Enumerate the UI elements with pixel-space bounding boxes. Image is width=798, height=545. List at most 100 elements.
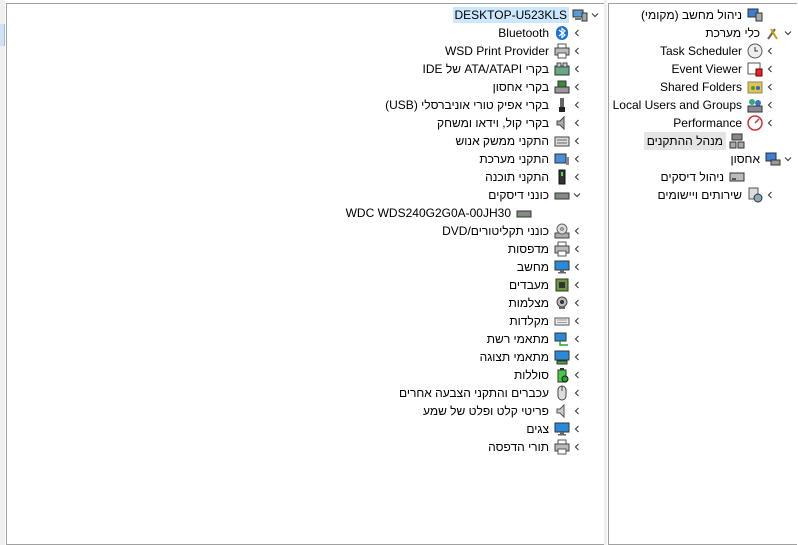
chevron-left-icon[interactable]	[570, 61, 584, 77]
tree-item[interactable]: תורי הדפסה	[486, 438, 584, 456]
spacer	[745, 133, 759, 149]
tree-item[interactable]: עכברים והתקני הצבעה אחרים	[397, 384, 584, 402]
tree-item[interactable]: WDC WDS240G2G0A-00JH30	[344, 204, 546, 222]
pane-splitter[interactable]	[604, 0, 607, 545]
tree-item-label: כונני תקליטורים/DVD	[442, 224, 549, 238]
tree-item[interactable]: מקלדות	[507, 312, 584, 330]
software-device-icon	[554, 169, 570, 185]
tree-item-label: ניהול דיסקים	[660, 170, 724, 184]
usb-icon	[554, 97, 570, 113]
tree-item-label: פריטי קלט ופלט של שמע	[422, 404, 549, 418]
tree-item[interactable]: WSD Print Provider	[443, 42, 584, 60]
battery-icon	[554, 367, 570, 383]
monitor-icon	[554, 421, 570, 437]
tree-item[interactable]: אחסון	[728, 150, 795, 168]
tree-item[interactable]: סוללות	[512, 366, 584, 384]
tree-item[interactable]: Event Viewer	[670, 60, 777, 78]
chevron-down-icon[interactable]	[781, 151, 795, 167]
computer-icon	[572, 7, 588, 23]
tree-item[interactable]: מעבדים	[507, 276, 584, 294]
spacer	[763, 7, 777, 23]
tree-item[interactable]: צגים	[524, 420, 584, 438]
chevron-left-icon[interactable]	[570, 223, 584, 239]
chevron-left-icon[interactable]	[570, 331, 584, 347]
tree-item[interactable]: Local Users and Groups	[611, 96, 777, 114]
chevron-left-icon[interactable]	[570, 115, 584, 131]
tree-item[interactable]: מתאמי תצוגה	[478, 348, 584, 366]
tree-item[interactable]: Bluetooth	[496, 24, 584, 42]
chevron-left-icon[interactable]	[763, 79, 777, 95]
tree-item[interactable]: DESKTOP-U523KLS	[452, 6, 603, 24]
tree-item[interactable]: כונני תקליטורים/DVD	[440, 222, 584, 240]
chevron-left-icon[interactable]	[763, 115, 777, 131]
chevron-left-icon[interactable]	[570, 295, 584, 311]
tree-item[interactable]: Shared Folders	[658, 78, 777, 96]
computer-management-icon	[747, 7, 763, 23]
chevron-left-icon[interactable]	[763, 61, 777, 77]
chevron-left-icon[interactable]	[570, 277, 584, 293]
chevron-left-icon[interactable]	[570, 403, 584, 419]
tree-item[interactable]: ניהול דיסקים	[659, 168, 759, 186]
chevron-left-icon[interactable]	[570, 79, 584, 95]
chevron-left-icon[interactable]	[570, 439, 584, 455]
chevron-left-icon[interactable]	[570, 133, 584, 149]
tree-item[interactable]: התקני מערכת	[477, 150, 584, 168]
tree-item-label: בקרי ATA/ATAPI של IDE	[422, 62, 550, 76]
chevron-left-icon[interactable]	[570, 367, 584, 383]
spacer	[532, 205, 546, 221]
chevron-left-icon[interactable]	[763, 187, 777, 203]
chevron-left-icon[interactable]	[570, 151, 584, 167]
system-device-icon	[554, 151, 570, 167]
tree-item[interactable]: בקרי קול, וידאו ומשחק	[435, 114, 584, 132]
chevron-down-icon[interactable]	[570, 187, 584, 203]
chevron-left-icon[interactable]	[570, 169, 584, 185]
tree-item-label: מעבדים	[509, 278, 549, 292]
camera-icon	[554, 295, 570, 311]
tree-item-label: כונני דיסקים	[488, 188, 549, 202]
monitor-icon	[554, 259, 570, 275]
tree-item-label: DESKTOP-U523KLS	[452, 7, 569, 23]
chevron-left-icon[interactable]	[570, 349, 584, 365]
chevron-left-icon[interactable]	[763, 43, 777, 59]
chevron-left-icon[interactable]	[570, 259, 584, 275]
tree-item[interactable]: פריטי קלט ופלט של שמע	[421, 402, 584, 420]
tree-item-label: מקלדות	[509, 314, 549, 328]
tree-item[interactable]: Task Scheduler	[658, 42, 777, 60]
tree-item-label: התקני תוכנה	[485, 170, 549, 184]
tree-item[interactable]: Performance	[671, 114, 777, 132]
network-adapter-icon	[554, 331, 570, 347]
tree-item[interactable]: שירותים ויישומים	[655, 186, 777, 204]
chevron-left-icon[interactable]	[570, 97, 584, 113]
chevron-left-icon[interactable]	[570, 43, 584, 59]
tree-item[interactable]: בקרי ATA/ATAPI של IDE	[421, 60, 585, 78]
chevron-left-icon[interactable]	[570, 421, 584, 437]
tree-item[interactable]: מתאמי רשת	[485, 330, 584, 348]
users-icon	[747, 97, 763, 113]
tree-item-label: עכברים והתקני הצבעה אחרים	[398, 386, 549, 400]
chevron-down-icon[interactable]	[588, 7, 602, 23]
tree-item[interactable]: כלי מערכת	[703, 24, 795, 42]
tree-item[interactable]: כונני דיסקים	[486, 186, 584, 204]
tree-item[interactable]: מחשב	[515, 258, 584, 276]
left-edge-tab[interactable]	[0, 24, 5, 46]
tree-item[interactable]: מדפסות	[506, 240, 584, 258]
tree-item[interactable]: בקרי אחסון	[491, 78, 584, 96]
tree-item[interactable]: ניהול מחשב (מקומי)	[639, 6, 777, 24]
tree-item-label: התקני ממשק אנוש	[455, 134, 549, 148]
tree-item[interactable]: בקרי אפיק טורי אוניברסלי (USB)	[383, 96, 584, 114]
chevron-left-icon[interactable]	[570, 385, 584, 401]
tree-item[interactable]: מנהל ההתקנים	[643, 132, 759, 150]
chevron-left-icon[interactable]	[570, 25, 584, 41]
speaker-icon	[554, 115, 570, 131]
tree-item[interactable]: התקני ממשק אנוש	[454, 132, 584, 150]
tree-item[interactable]: מצלמות	[506, 294, 584, 312]
chevron-left-icon[interactable]	[570, 241, 584, 257]
tree-item[interactable]: התקני תוכנה	[483, 168, 584, 186]
tree-item-label: שירותים ויישומים	[657, 188, 742, 202]
bluetooth-icon	[554, 25, 570, 41]
chevron-left-icon[interactable]	[763, 97, 777, 113]
chevron-left-icon[interactable]	[570, 313, 584, 329]
chevron-down-icon[interactable]	[781, 25, 795, 41]
